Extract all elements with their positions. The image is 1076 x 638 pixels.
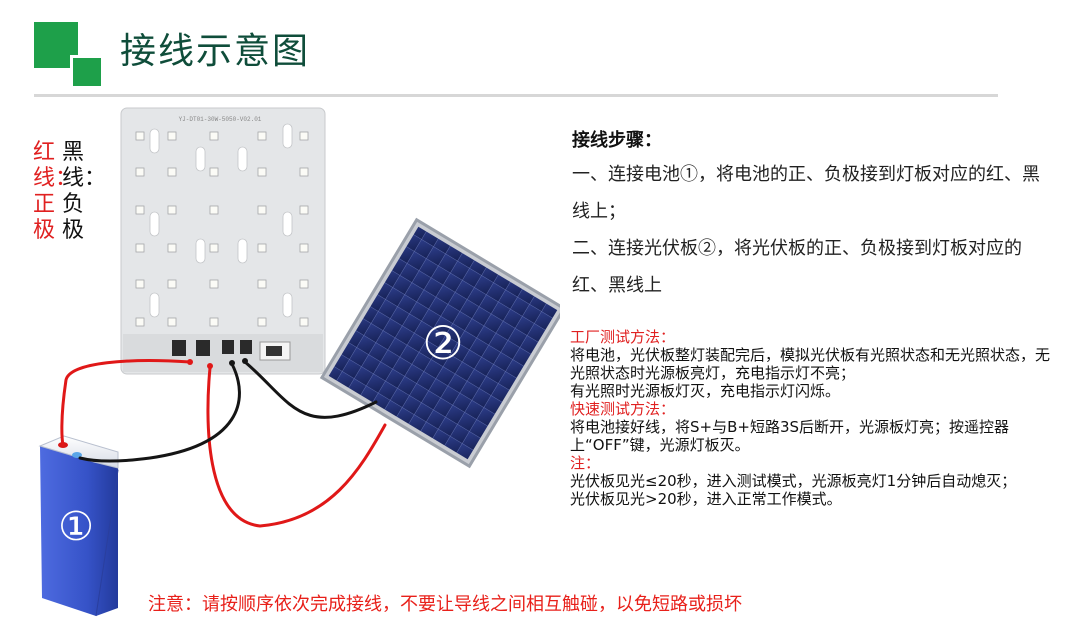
note-heading: 注： [570,454,601,472]
led-chip [209,167,219,177]
black-wire-battery [78,362,241,463]
led-chip [167,243,177,253]
red-wire-battery [60,359,192,447]
led-chip [209,205,219,215]
control-strip [123,334,323,372]
led-chip [135,131,145,141]
title-divider [34,94,998,97]
led-chip [209,243,219,253]
led-chip [167,205,177,215]
led-chip [135,317,145,327]
led-chip [135,243,145,253]
wires [60,358,387,528]
led-chip [257,317,267,327]
led-chip [135,279,145,289]
battery-negative-terminal [72,452,82,458]
factory-test-heading: 工厂测试方法： [570,328,676,346]
panel-number: ② [422,316,463,370]
black-wire-label: 黑线：负极 [62,140,107,243]
logo-square-small [70,55,101,86]
led-chip [167,317,177,327]
quick-test-line-1: 将电池接好线，将S+与B+短路3S后断开，光源板灯亮；按遥控器上“OFF”键，光… [570,418,1010,454]
battery-number: ① [58,504,94,550]
led-chip [299,317,309,327]
test-notes: 工厂测试方法： 将电池，光伏板整灯装配完后，模拟光伏板有光照状态和无光照状态，无… [570,328,1060,508]
wiring-warning: 注意：请按顺序依次完成接线，不要让导线之间相互触碰，以免短路或损坏 [148,594,742,615]
step-1: 一、连接电池①，将电池的正、负极接到灯板对应的红、黑线上； [572,164,1040,222]
solar-panel: ② [319,217,560,469]
battery: ① [38,435,119,617]
quick-test-heading: 快速测试方法： [570,400,676,418]
led-chip [257,205,267,215]
step-2: 二、连接光伏板②，将光伏板的正、负极接到灯板对应的红、黑线上 [572,238,1022,296]
steps-heading: 接线步骤： [572,130,662,151]
led-chip [299,131,309,141]
led-chip [257,131,267,141]
note-line-2: 光伏板见光>20秒，进入正常工作模式。 [570,490,842,508]
led-chip [257,167,267,177]
led-chip [257,279,267,289]
led-board: YJ-DT01-30W-5050-V02.01 [120,107,326,375]
led-chip [299,279,309,289]
led-chip [209,317,219,327]
led-chip [167,279,177,289]
led-chip [135,167,145,177]
led-chip [299,205,309,215]
led-chip [167,131,177,141]
led-chip [299,167,309,177]
note-line-1: 光伏板见光≤20秒，进入测试模式，光源板亮灯1分钟后自动熄灭； [570,472,1017,490]
factory-test-line-1: 将电池，光伏板整灯装配完后，模拟光伏板有光照状态和无光照状态，无光照状态时光源板… [570,346,1051,382]
led-chip [209,279,219,289]
led-chip [167,167,177,177]
red-wire-label: 红线：正极 [33,140,78,243]
wiring-diagram: YJ-DT01-30W-5050-V02.01 ② [38,107,560,617]
led-chip [257,243,267,253]
page-title: 接线示意图 [120,31,311,72]
red-wire-panel [206,366,387,528]
board-label: YJ-DT01-30W-5050-V02.01 [179,116,262,123]
black-wire-panel [243,360,378,419]
led-chip [209,131,219,141]
led-chip [299,243,309,253]
led-chip [135,205,145,215]
factory-test-line-2: 有光照时光源板灯灭，充电指示灯闪烁。 [570,382,841,400]
